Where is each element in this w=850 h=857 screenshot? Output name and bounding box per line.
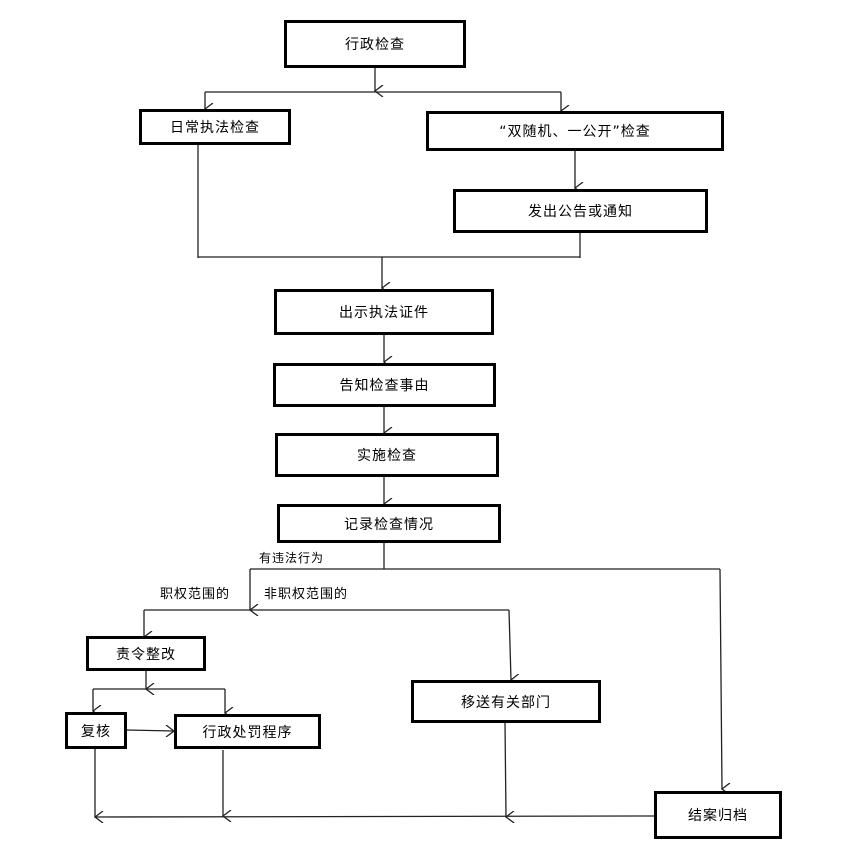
connector-to-archive [719,568,722,789]
connector-to-transfer [508,609,511,680]
node-review: 复核 [65,712,127,749]
node-issue-notice: 发出公告或通知 [453,189,708,233]
node-order-rectify: 责令整改 [86,636,206,671]
node-transfer-department: 移送有关部门 [411,680,601,723]
label-outside-authority: 非职权范围的 [264,587,349,602]
connector-transfer-down [504,721,506,817]
node-routine-inspection: 日常执法检查 [139,109,291,145]
node-record-situation: 记录检查情况 [277,504,501,543]
node-show-certificate: 出示执法证件 [274,289,494,335]
label-within-authority: 职权范围的 [160,587,231,602]
node-inform-reason: 告知检查事由 [273,363,496,407]
connector-review-to-penalty [125,730,174,731]
label-illegal-act: 有违法行为 [259,551,325,565]
node-penalty-procedure: 行政处罚程序 [174,714,321,749]
node-random-inspection: “双随机、一公开”检查 [426,111,724,151]
connector-bottom-merge [94,815,657,818]
node-admin-inspection: 行政检查 [284,20,466,68]
node-conduct-inspection: 实施检查 [275,433,499,477]
node-close-archive: 结案归档 [654,791,782,839]
